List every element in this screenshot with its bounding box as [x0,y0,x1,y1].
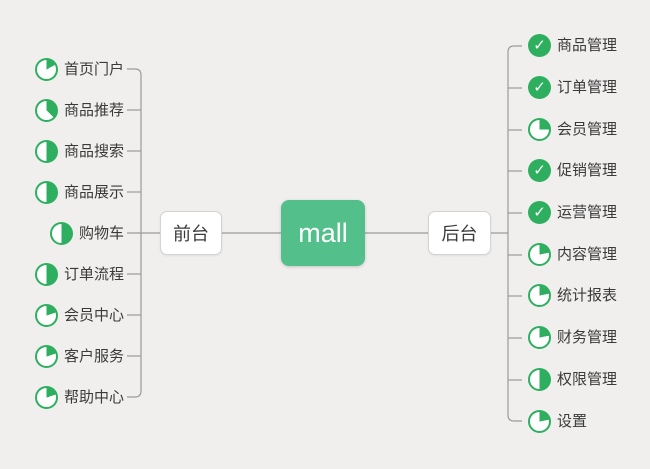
mindmap-topic[interactable]: 会员中心 [0,295,124,336]
progress-pie-icon [34,139,58,163]
mindmap-topic[interactable]: ✓ 商品管理 [528,25,650,67]
progress-pie-icon [528,409,551,433]
mindmap-topic[interactable]: 设置 [528,400,650,442]
progress-pie-icon [34,57,58,81]
mindmap-topic[interactable]: 权限管理 [528,359,650,401]
progress-pie-icon [528,326,551,350]
check-circle-icon: ✓ [528,76,551,100]
node-frontend-label: 前台 [173,224,209,244]
progress-pie-icon [34,303,58,327]
progress-pie-icon [34,98,58,122]
mindmap-topic[interactable]: ✓ 订单管理 [528,67,650,109]
mindmap-topic[interactable]: 客户服务 [0,336,124,377]
mindmap-topic[interactable]: 会员管理 [528,108,650,150]
mindmap-topic[interactable]: ✓ 运营管理 [528,192,650,234]
mindmap-topic[interactable]: ✓ 促销管理 [528,150,650,192]
progress-pie-icon [528,117,551,141]
node-root-mall[interactable]: mall [281,200,365,266]
mindmap-topic[interactable]: 商品搜索 [0,131,124,172]
progress-pie-icon [34,344,58,368]
node-frontend[interactable]: 前台 [160,211,222,255]
back-branch-topic-list: ✓ 商品管理 ✓ 订单管理 会员管理 ✓ 促销管理 ✓ 运营管理 内容管理 统计… [528,25,650,442]
progress-pie-icon [34,180,58,204]
mindmap-topic[interactable]: 商品展示 [0,172,124,213]
mindmap-topic[interactable]: 购物车 [0,213,124,254]
progress-pie-icon [528,367,551,391]
progress-pie-icon [49,221,73,245]
progress-pie-icon [528,242,551,266]
node-backend[interactable]: 后台 [428,211,491,255]
front-branch-topic-list: 首页门户 商品推荐 商品搜索 商品展示 购物车 订单流程 会员中心 客户服务 帮… [0,49,124,418]
mindmap-topic[interactable]: 帮助中心 [0,377,124,418]
progress-pie-icon [528,284,551,308]
mindmap-topic[interactable]: 订单流程 [0,254,124,295]
mindmap-topic[interactable]: 统计报表 [528,275,650,317]
progress-pie-icon [34,262,58,286]
progress-pie-icon [34,385,58,409]
node-root-label: mall [298,217,348,248]
mindmap-topic[interactable]: 财务管理 [528,317,650,359]
check-circle-icon: ✓ [528,34,551,58]
check-circle-icon: ✓ [528,201,551,225]
node-backend-label: 后台 [441,224,478,244]
mindmap-topic[interactable]: 首页门户 [0,49,124,90]
check-circle-icon: ✓ [528,159,551,183]
mindmap-topic[interactable]: 商品推荐 [0,90,124,131]
mindmap-topic[interactable]: 内容管理 [528,233,650,275]
